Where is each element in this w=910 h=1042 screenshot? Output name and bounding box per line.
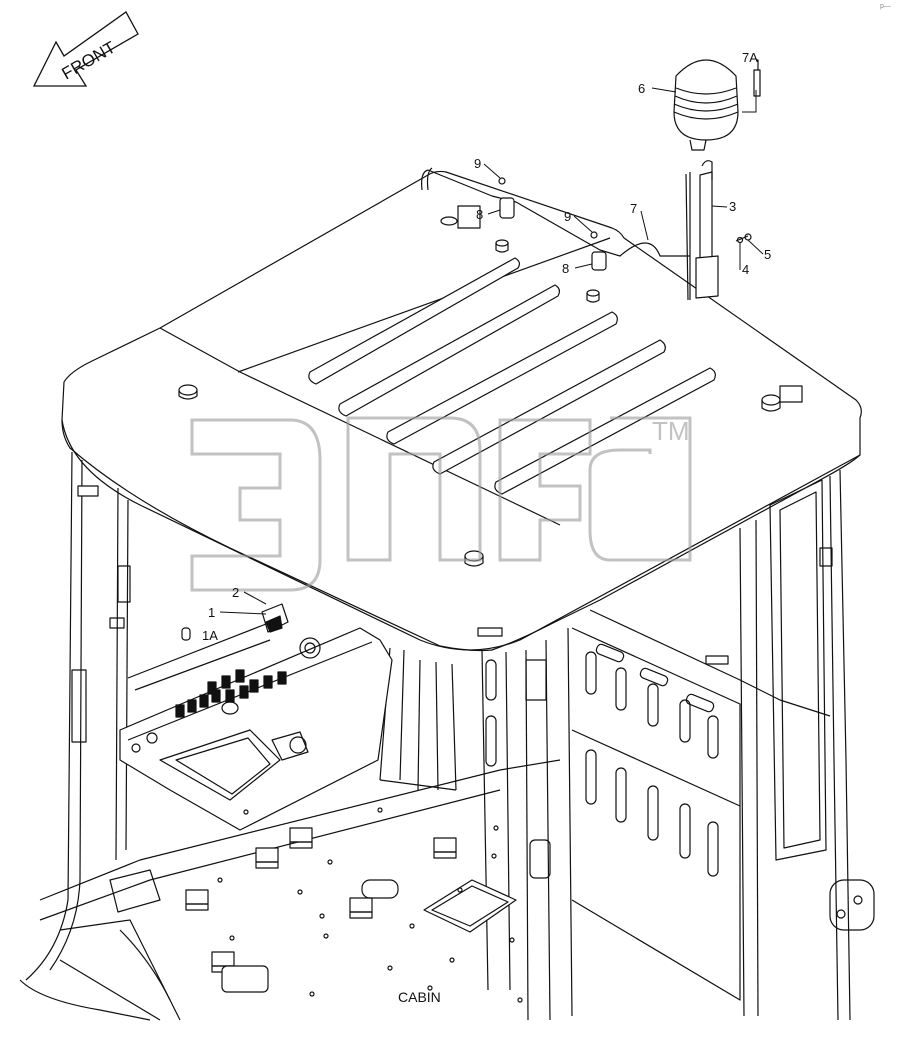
- beacon-pole: [699, 171, 713, 265]
- watermark-tm: TM: [652, 416, 690, 446]
- callout-6: 7: [630, 201, 637, 216]
- callout-9-upper: 9: [474, 156, 481, 171]
- left-pillar: [25, 451, 73, 981]
- beacon-cable: [427, 169, 690, 257]
- cabin-roof: [61, 170, 862, 652]
- callouts: 6 7A 3 5 4 7 9 8 9 8 2 1 1A: [202, 50, 771, 643]
- corner-mark: p—: [880, 3, 891, 10]
- watermark-logo: TM: [190, 416, 692, 592]
- switch-panel: [175, 669, 287, 718]
- floor-bolts: [217, 807, 523, 1003]
- callout-9-lower: 9: [564, 209, 571, 224]
- rear-wall-slots: [585, 643, 719, 877]
- diagram-caption: CABIN: [398, 989, 441, 1005]
- callout-8-lower: 8: [562, 261, 569, 276]
- floor-pads: [185, 827, 457, 993]
- callout-8-upper: 8: [476, 207, 483, 222]
- callout-5: 5: [764, 247, 771, 262]
- callout-2: 2: [232, 585, 239, 600]
- leader-lines: [219, 87, 764, 615]
- callout-4: 4: [742, 262, 749, 277]
- roof-ribs: [308, 257, 716, 495]
- cabin-structure: [19, 59, 875, 1021]
- rear-wall: [571, 627, 741, 1001]
- callout-7a: 7A: [742, 50, 758, 65]
- beacon-lamp: [673, 59, 761, 151]
- callout-3: 3: [729, 199, 736, 214]
- left-console: [119, 627, 393, 831]
- callout-1: 1: [208, 605, 215, 620]
- switch-part: [181, 603, 289, 641]
- floor-hatch: [423, 879, 517, 933]
- callout-1a: 1A: [202, 628, 218, 643]
- right-pillar: [839, 469, 851, 1021]
- callout-7: 6: [638, 81, 645, 96]
- front-arrow: FRONT: [32, 11, 139, 87]
